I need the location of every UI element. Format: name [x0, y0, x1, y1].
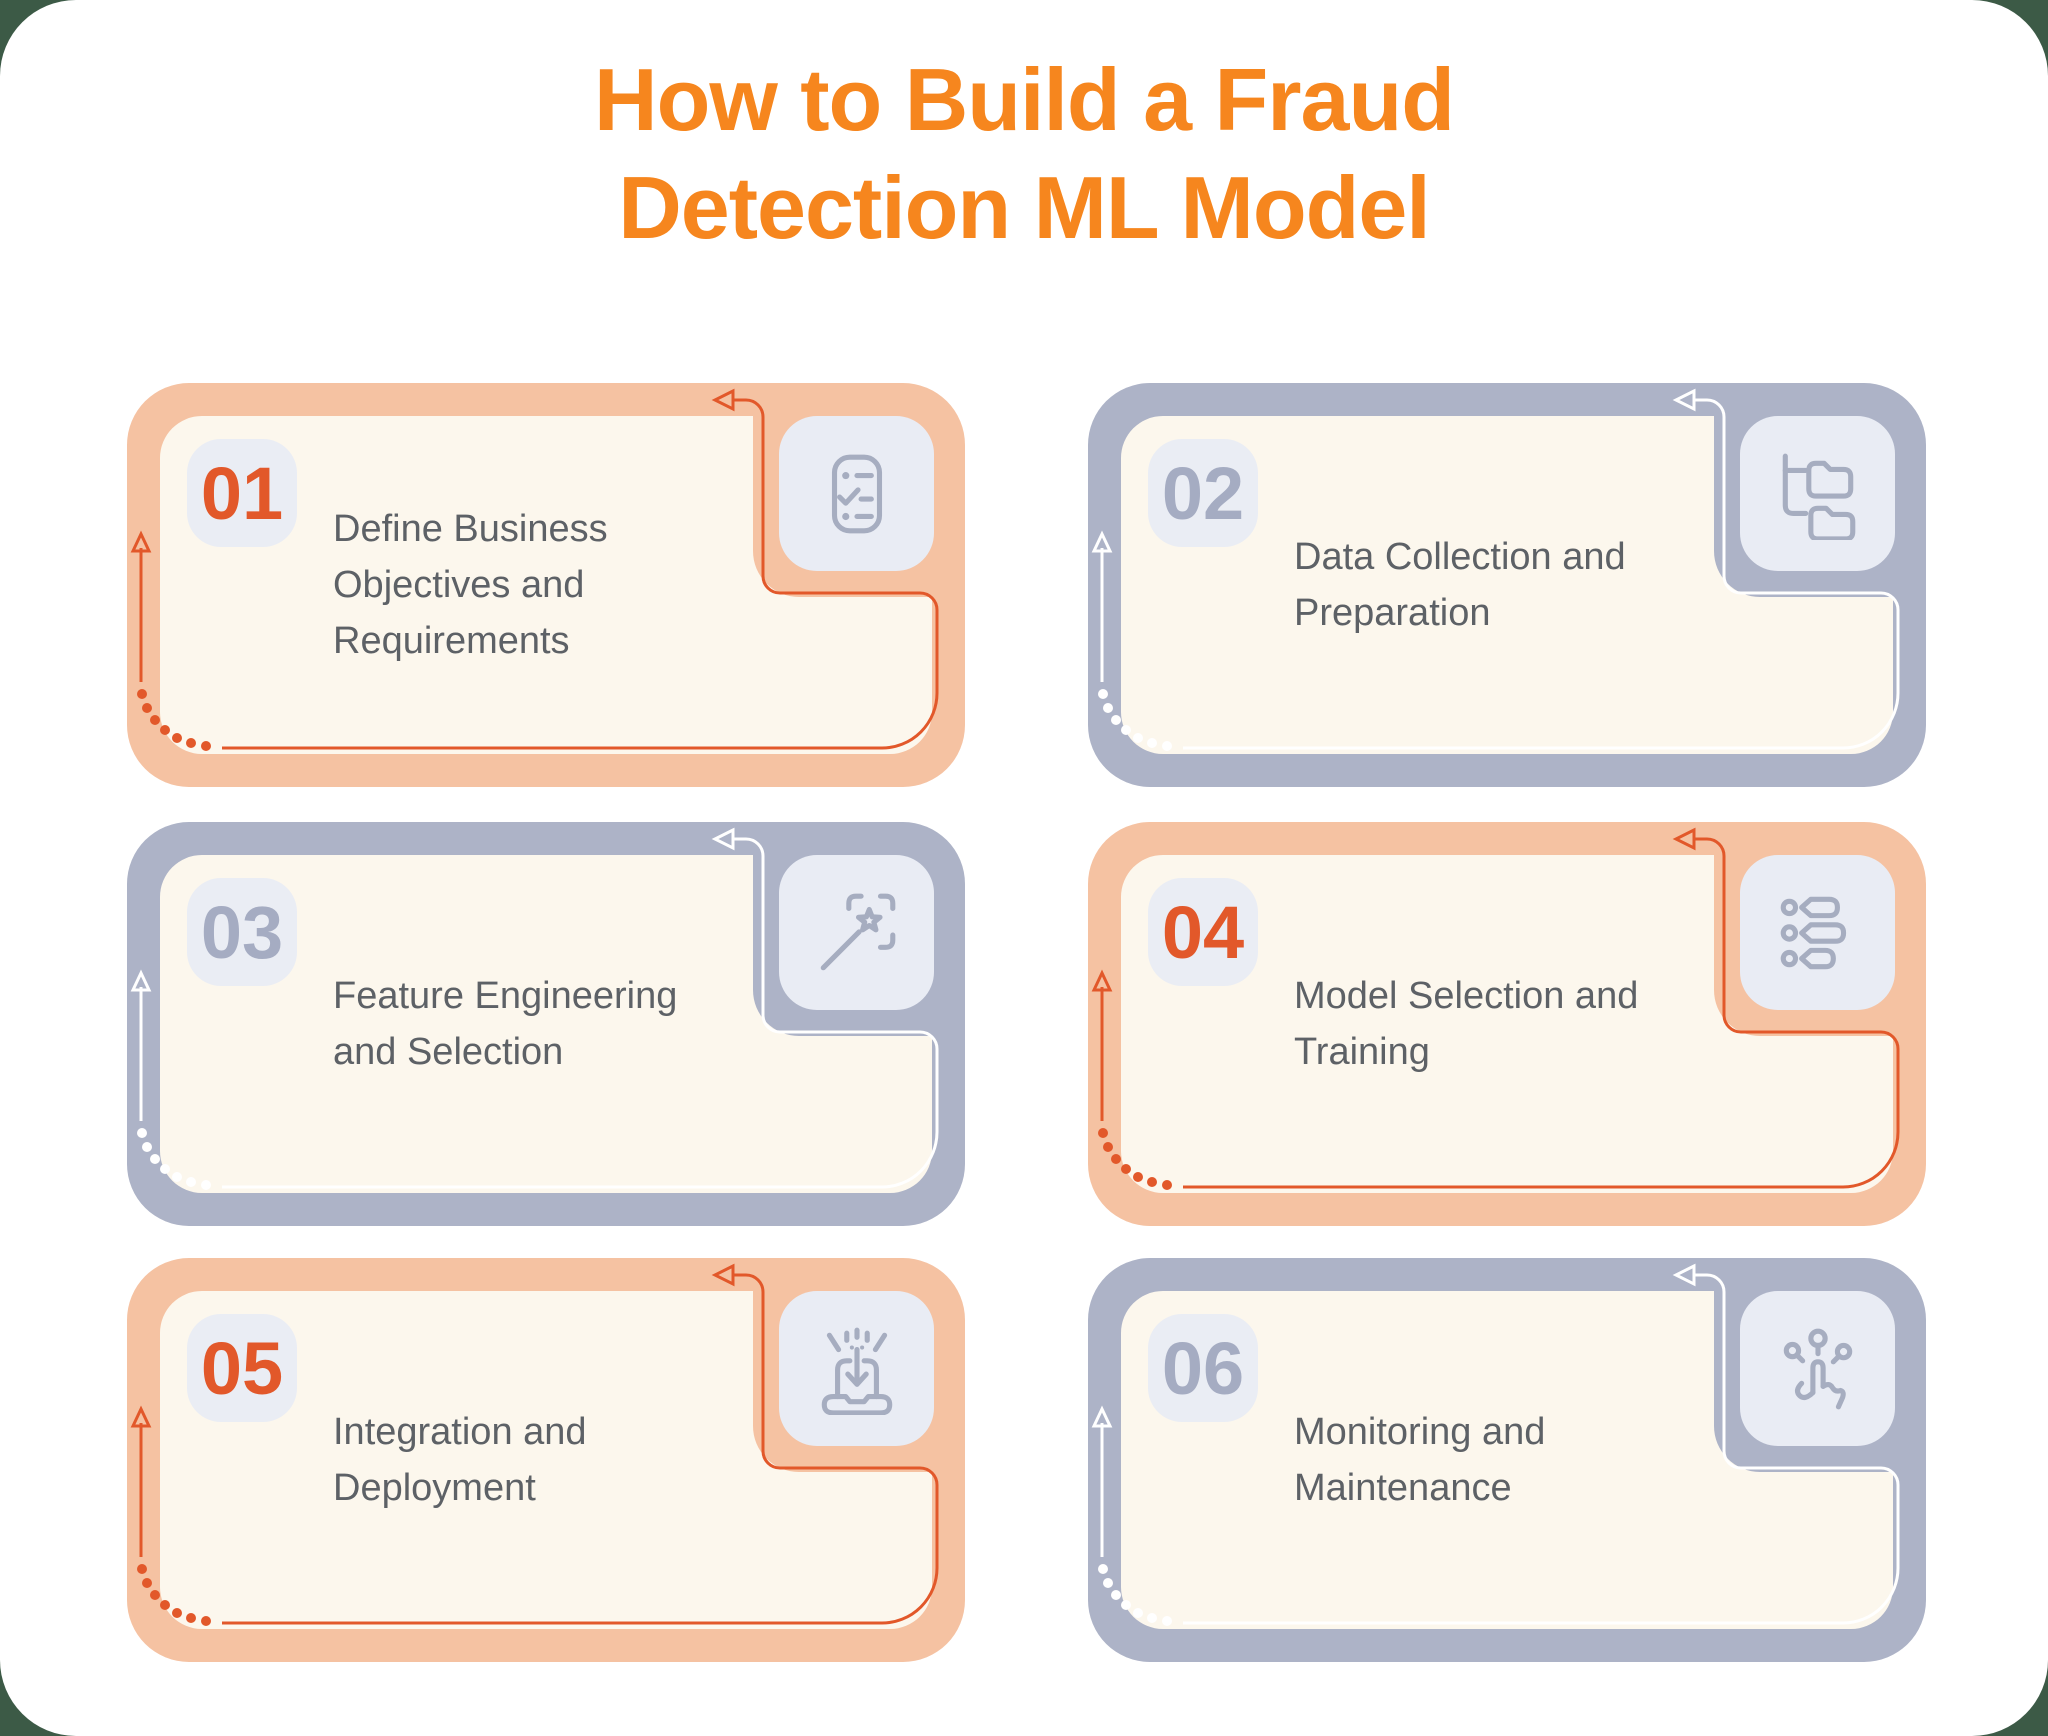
arrow-up-icon	[130, 969, 152, 992]
step-number: 03	[200, 890, 284, 974]
step-icon-tile	[779, 855, 934, 1010]
options-list-icon	[1780, 896, 1846, 969]
arrow-up-icon	[130, 1405, 152, 1428]
arrow-up-icon	[130, 530, 152, 553]
step-title: Model Selection and Training	[1294, 975, 1639, 1073]
step-title: Define Business Objectives and Requireme…	[333, 508, 608, 662]
arrow-up-icon	[1091, 1405, 1113, 1428]
step-number: 06	[1161, 1326, 1245, 1410]
deploy-laptop-icon	[821, 1327, 892, 1415]
step-card-05: 05 Integration and Deployment	[127, 1258, 965, 1662]
page-title: How to Build a Fraud Detection ML Model	[0, 46, 2048, 262]
step-number-badge: 03	[187, 878, 297, 986]
step-number: 05	[200, 1326, 284, 1410]
step-number-badge: 04	[1148, 878, 1258, 986]
step-title: Integration and Deployment	[333, 1411, 587, 1509]
step-number: 01	[200, 451, 284, 535]
step-icon-tile	[779, 416, 934, 571]
step-icon-tile	[1740, 416, 1895, 571]
step-title: Data Collection and Preparation	[1294, 536, 1626, 634]
step-number: 02	[1161, 451, 1245, 535]
step-icon-tile	[779, 1291, 934, 1446]
arrow-left-icon	[1672, 388, 1696, 412]
step-title: Monitoring and Maintenance	[1294, 1411, 1546, 1509]
page-title-line2: Detection ML Model	[618, 158, 1431, 257]
step-title: Feature Engineering and Selection	[333, 975, 678, 1073]
checklist-icon	[831, 454, 882, 533]
monitoring-touch-icon	[1783, 1328, 1852, 1409]
step-number-badge: 01	[187, 439, 297, 547]
step-number-badge: 02	[1148, 439, 1258, 547]
arrow-left-icon	[711, 388, 735, 412]
step-card-04: 04 Model Selection and Training	[1088, 822, 1926, 1226]
step-card-01: 01 Define Business Objectives and Requir…	[127, 383, 965, 787]
arrow-left-icon	[1672, 1263, 1696, 1287]
arrow-up-icon	[1091, 530, 1113, 553]
arrow-left-icon	[1672, 827, 1696, 851]
step-number: 04	[1161, 890, 1245, 974]
step-card-03: 03 Feature Engineering and Selection	[127, 822, 965, 1226]
folder-tree-icon	[1782, 453, 1855, 540]
arrow-up-icon	[1091, 969, 1113, 992]
step-card-06: 06 Monitoring and Maintenance	[1088, 1258, 1926, 1662]
step-number-badge: 06	[1148, 1314, 1258, 1422]
page-title-line1: How to Build a Fraud	[594, 50, 1455, 149]
magic-wand-icon	[820, 893, 895, 970]
step-icon-tile	[1740, 1291, 1895, 1446]
step-number-badge: 05	[187, 1314, 297, 1422]
step-icon-tile	[1740, 855, 1895, 1010]
arrow-left-icon	[711, 1263, 735, 1287]
step-card-02: 02 Data Collection and Preparation	[1088, 383, 1926, 787]
arrow-left-icon	[711, 827, 735, 851]
